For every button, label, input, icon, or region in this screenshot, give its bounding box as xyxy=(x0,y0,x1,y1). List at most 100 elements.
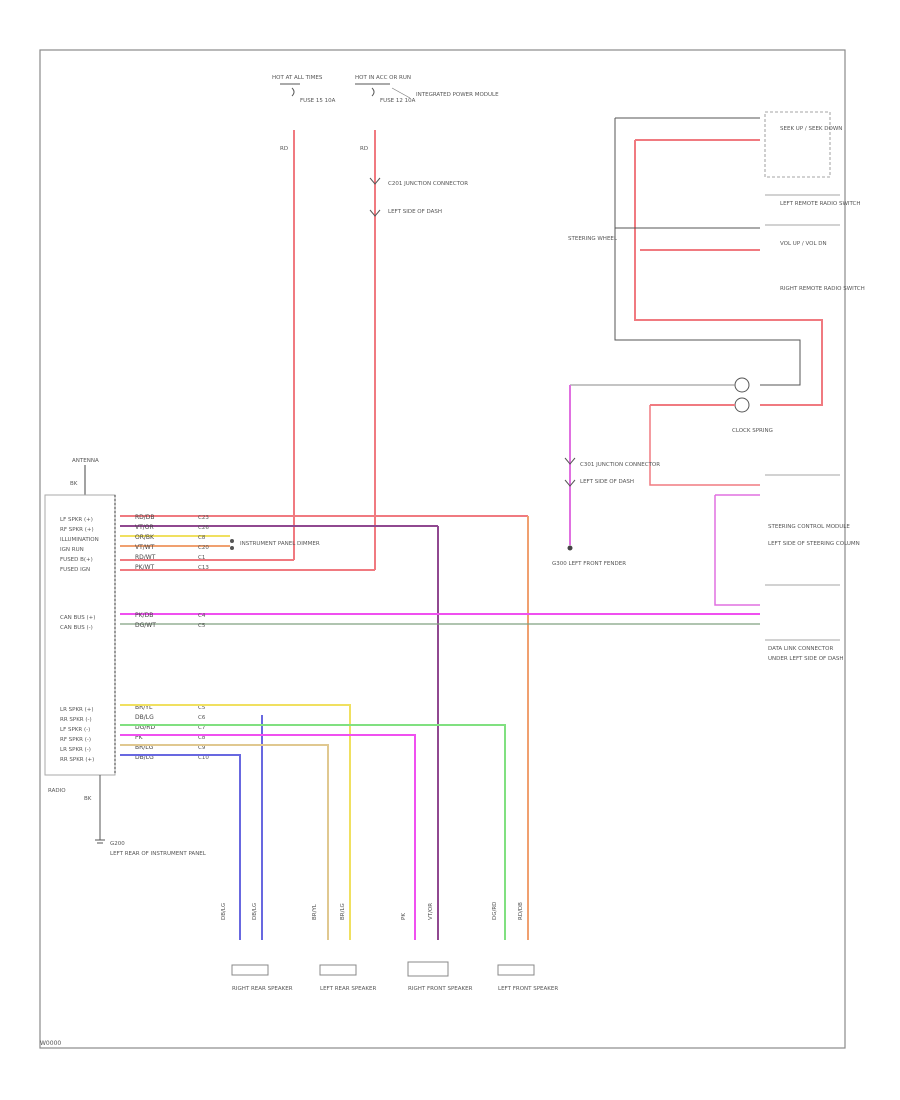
svg-text:DG/WT: DG/WT xyxy=(135,622,156,629)
svg-text:LR SPKR (-): LR SPKR (-) xyxy=(60,747,91,753)
radio-ground-label: G200 xyxy=(110,841,125,847)
svg-text:RD: RD xyxy=(360,146,368,152)
speaker-right-front: RIGHT FRONT SPEAKER PK VT/OR xyxy=(401,903,473,992)
speaker-left-rear: LEFT REAR SPEAKER BR/YL BR/LG xyxy=(312,903,376,992)
svg-text:DB/LG: DB/LG xyxy=(252,903,258,920)
svg-text:DB/LG: DB/LG xyxy=(135,714,154,721)
svg-text:OR/BK: OR/BK xyxy=(135,534,155,541)
pin-label-rf-spkr-pos: RF SPKR (+) xyxy=(60,527,94,533)
svg-text:VT/OR: VT/OR xyxy=(135,524,154,531)
pin-label-fused-ign: FUSED IGN xyxy=(60,567,90,573)
radio-ground: BK G200 LEFT REAR OF INSTRUMENT PANEL xyxy=(84,775,207,857)
svg-text:C13: C13 xyxy=(198,565,209,571)
svg-text:C7: C7 xyxy=(198,725,206,731)
radio-block: RADIO xyxy=(44,494,116,794)
fuse-b-sub: FUSE 12 10A xyxy=(380,98,416,104)
svg-text:PK: PK xyxy=(401,913,407,920)
radio-label: RADIO xyxy=(48,788,66,794)
steering-control-module: STEERING CONTROL MODULE LEFT SIDE OF STE… xyxy=(714,474,860,606)
svg-text:VT/OR: VT/OR xyxy=(428,903,434,920)
svg-text:C5: C5 xyxy=(198,623,206,629)
svg-text:RD/WT: RD/WT xyxy=(135,554,156,561)
svg-text:PK: PK xyxy=(135,734,144,741)
svg-text:C1: C1 xyxy=(198,555,205,561)
svg-text:DG/RD: DG/RD xyxy=(135,724,155,731)
diagram-frame xyxy=(39,49,846,1049)
svg-text:LF SPKR (-): LF SPKR (-) xyxy=(60,727,90,733)
data-link-connector: DATA LINK CONNECTOR UNDER LEFT SIDE OF D… xyxy=(765,584,843,662)
pin-label-fused-b: FUSED B(+) xyxy=(60,557,93,563)
svg-text:DB/LG: DB/LG xyxy=(135,754,154,761)
svg-text:DG/RD: DG/RD xyxy=(492,902,498,920)
ecm-label: STEERING CONTROL MODULE xyxy=(768,524,850,530)
ground2-label: G300 LEFT FRONT FENDER xyxy=(552,561,626,567)
svg-text:RD/DB: RD/DB xyxy=(135,514,155,521)
svg-text:RF SPKR (-): RF SPKR (-) xyxy=(60,737,91,743)
speaker-left-rear-label: LEFT REAR SPEAKER xyxy=(320,986,376,992)
svg-text:BR/LG: BR/LG xyxy=(135,744,154,751)
c201-label: C201 JUNCTION CONNECTOR xyxy=(388,181,468,187)
pin-label-lf-spkr-pos: LF SPKR (+) xyxy=(60,517,93,523)
fuse-b: HOT IN ACC OR RUN FUSE 12 10A xyxy=(355,75,416,104)
ecm-sub: LEFT SIDE OF STEERING COLUMN xyxy=(768,541,860,547)
c201-sub: LEFT SIDE OF DASH xyxy=(388,209,442,215)
svg-text:C6: C6 xyxy=(198,715,206,721)
radio-pin-row-low: LR SPKR (+) RR SPKR (-) LF SPKR (-) RF S… xyxy=(60,704,506,940)
svg-text:C10: C10 xyxy=(198,755,209,761)
dim-note: INSTRUMENT PANEL DIMMER xyxy=(240,541,320,547)
svg-text:C20: C20 xyxy=(198,545,209,551)
radio-wires-top: INSTRUMENT PANEL DIMMER RD/DB VT/OR OR/B… xyxy=(120,514,529,940)
radio-ground-note: LEFT REAR OF INSTRUMENT PANEL xyxy=(110,851,207,857)
svg-text:BR/YL: BR/YL xyxy=(312,903,318,920)
antenna-label: ANTENNA xyxy=(72,458,99,464)
svg-text:C5: C5 xyxy=(198,705,206,711)
radio-pin-row-top: LF SPKR (+) RF SPKR (+) ILLUMINATION IGN… xyxy=(60,517,99,573)
svg-text:C4: C4 xyxy=(198,613,206,619)
clock-spring-label: CLOCK SPRING xyxy=(732,428,773,434)
svg-text:C26: C26 xyxy=(198,525,209,531)
c301-connector: C301 JUNCTION CONNECTOR LEFT SIDE OF DAS… xyxy=(552,457,660,567)
svg-text:DB/LG: DB/LG xyxy=(221,903,227,920)
radio-can-bus: CAN BUS (+) CAN BUS (-) PK/DB DG/WT C4 C… xyxy=(60,612,760,631)
pin-label-can-neg: CAN BUS (-) xyxy=(60,625,93,631)
speaker-left-front-label: LEFT FRONT SPEAKER xyxy=(498,986,558,992)
c301-label: C301 JUNCTION CONNECTOR xyxy=(580,462,660,468)
svg-text:C8: C8 xyxy=(198,535,206,541)
speaker-left-front: LEFT FRONT SPEAKER DG/RD RD/DB xyxy=(492,902,558,992)
vol-label: VOL UP / VOL DN xyxy=(780,241,827,247)
fuse-a: HOT AT ALL TIMES FUSE 15 10A xyxy=(272,75,336,104)
dlc-sub: UNDER LEFT SIDE OF DASH xyxy=(768,656,843,662)
fuse-a-sub: FUSE 15 10A xyxy=(300,98,336,104)
c301-sub: LEFT SIDE OF DASH xyxy=(580,479,634,485)
speaker-right-rear-label: RIGHT REAR SPEAKER xyxy=(232,986,293,992)
svg-text:RD: RD xyxy=(280,146,288,152)
svg-text:C8: C8 xyxy=(198,735,206,741)
antenna: ANTENNA BK xyxy=(70,458,99,495)
pin-label-ign-run: IGN RUN xyxy=(60,547,84,553)
fuse-box-note: INTEGRATED POWER MODULE xyxy=(416,92,499,98)
right-remote-label: RIGHT REMOTE RADIO SWITCH xyxy=(780,286,865,292)
svg-text:VT/WT: VT/WT xyxy=(135,544,155,551)
pin-label-illumination: ILLUMINATION xyxy=(60,537,99,543)
seek-switch-label: SEEK UP / SEEK DOWN xyxy=(780,126,842,132)
clock-spring: CLOCK SPRING xyxy=(569,377,773,545)
svg-text:BK: BK xyxy=(84,796,92,802)
c201-connector: C201 JUNCTION CONNECTOR LEFT SIDE OF DAS… xyxy=(369,177,468,217)
antenna-wire: BK xyxy=(70,481,78,487)
fuse-b-wire: RD xyxy=(120,130,376,571)
svg-text:C23: C23 xyxy=(198,515,209,521)
fuse-b-label: HOT IN ACC OR RUN xyxy=(355,75,411,81)
svg-text:RD/DB: RD/DB xyxy=(518,902,524,920)
svg-text:BR/YL: BR/YL xyxy=(135,704,153,711)
svg-text:RR SPKR (+): RR SPKR (+) xyxy=(60,757,94,763)
svg-text:LR SPKR (+): LR SPKR (+) xyxy=(60,707,94,713)
svg-text:PK/WT: PK/WT xyxy=(135,564,155,571)
diagram-reference: W0000 xyxy=(40,1040,62,1047)
speaker-right-rear: RIGHT REAR SPEAKER DB/LG DB/LG xyxy=(221,903,293,992)
svg-text:PK/DB: PK/DB xyxy=(135,612,153,619)
left-remote-label: LEFT REMOTE RADIO SWITCH xyxy=(780,201,861,207)
fuse-a-wire: RD xyxy=(120,130,295,561)
fuse-a-label: HOT AT ALL TIMES xyxy=(272,75,323,81)
pin-label-can-pos: CAN BUS (+) xyxy=(60,615,95,621)
